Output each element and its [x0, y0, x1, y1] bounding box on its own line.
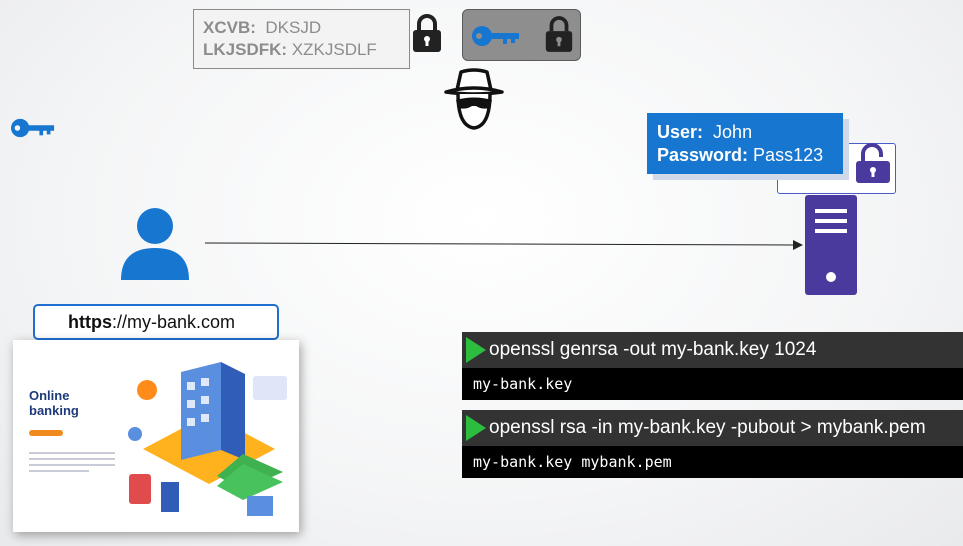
server-icon	[805, 195, 857, 295]
text-line	[29, 458, 115, 460]
encrypted-data-box: XCVB: DKSJD LKJSDFK: XZKJSDLF	[193, 9, 410, 69]
lock-icon	[413, 14, 441, 52]
key-icon	[472, 26, 519, 46]
key-lock-panel	[462, 9, 581, 61]
command-line-2: openssl rsa -in my-bank.key -pubout > my…	[462, 410, 963, 446]
url-host: ://my-bank.com	[112, 312, 236, 332]
encrypted-label-1: XCVB:	[203, 18, 256, 37]
request-arrow	[205, 240, 803, 250]
play-icon	[466, 415, 486, 441]
address-bar[interactable]: https://my-bank.com	[33, 304, 279, 340]
encrypted-value-2: XZKJSDLF	[291, 40, 377, 59]
bank-title: Online banking	[29, 388, 79, 418]
hacker-icon	[444, 68, 504, 130]
command-output-2: my-bank.key mybank.pem	[462, 446, 963, 478]
encrypted-value-1: DKSJD	[265, 18, 322, 37]
url-scheme: https	[68, 312, 112, 332]
lock-open-icon	[856, 143, 890, 183]
user-label: User:	[657, 122, 704, 142]
user-icon	[121, 208, 189, 280]
text-line	[29, 470, 89, 472]
cta-button	[29, 430, 63, 436]
lock-icon	[545, 16, 573, 52]
command-text: openssl rsa -in my-bank.key -pubout > my…	[489, 417, 926, 438]
command-line-1: openssl genrsa -out my-bank.key 1024	[462, 332, 963, 368]
encrypted-label-2: LKJSDFK:	[203, 40, 288, 59]
play-icon	[466, 337, 486, 363]
password-label: Password:	[657, 145, 749, 165]
password-value: Pass123	[753, 145, 824, 165]
command-text: openssl genrsa -out my-bank.key 1024	[489, 339, 817, 360]
command-output-1: my-bank.key	[462, 368, 963, 400]
credentials-box: User: John Password: Pass123	[647, 113, 843, 174]
text-line	[29, 452, 115, 454]
key-icon	[11, 118, 55, 138]
user-value: John	[713, 122, 753, 142]
text-line	[29, 464, 115, 466]
banking-website-preview: Online banking	[13, 340, 299, 532]
bank-illustration	[128, 362, 287, 516]
